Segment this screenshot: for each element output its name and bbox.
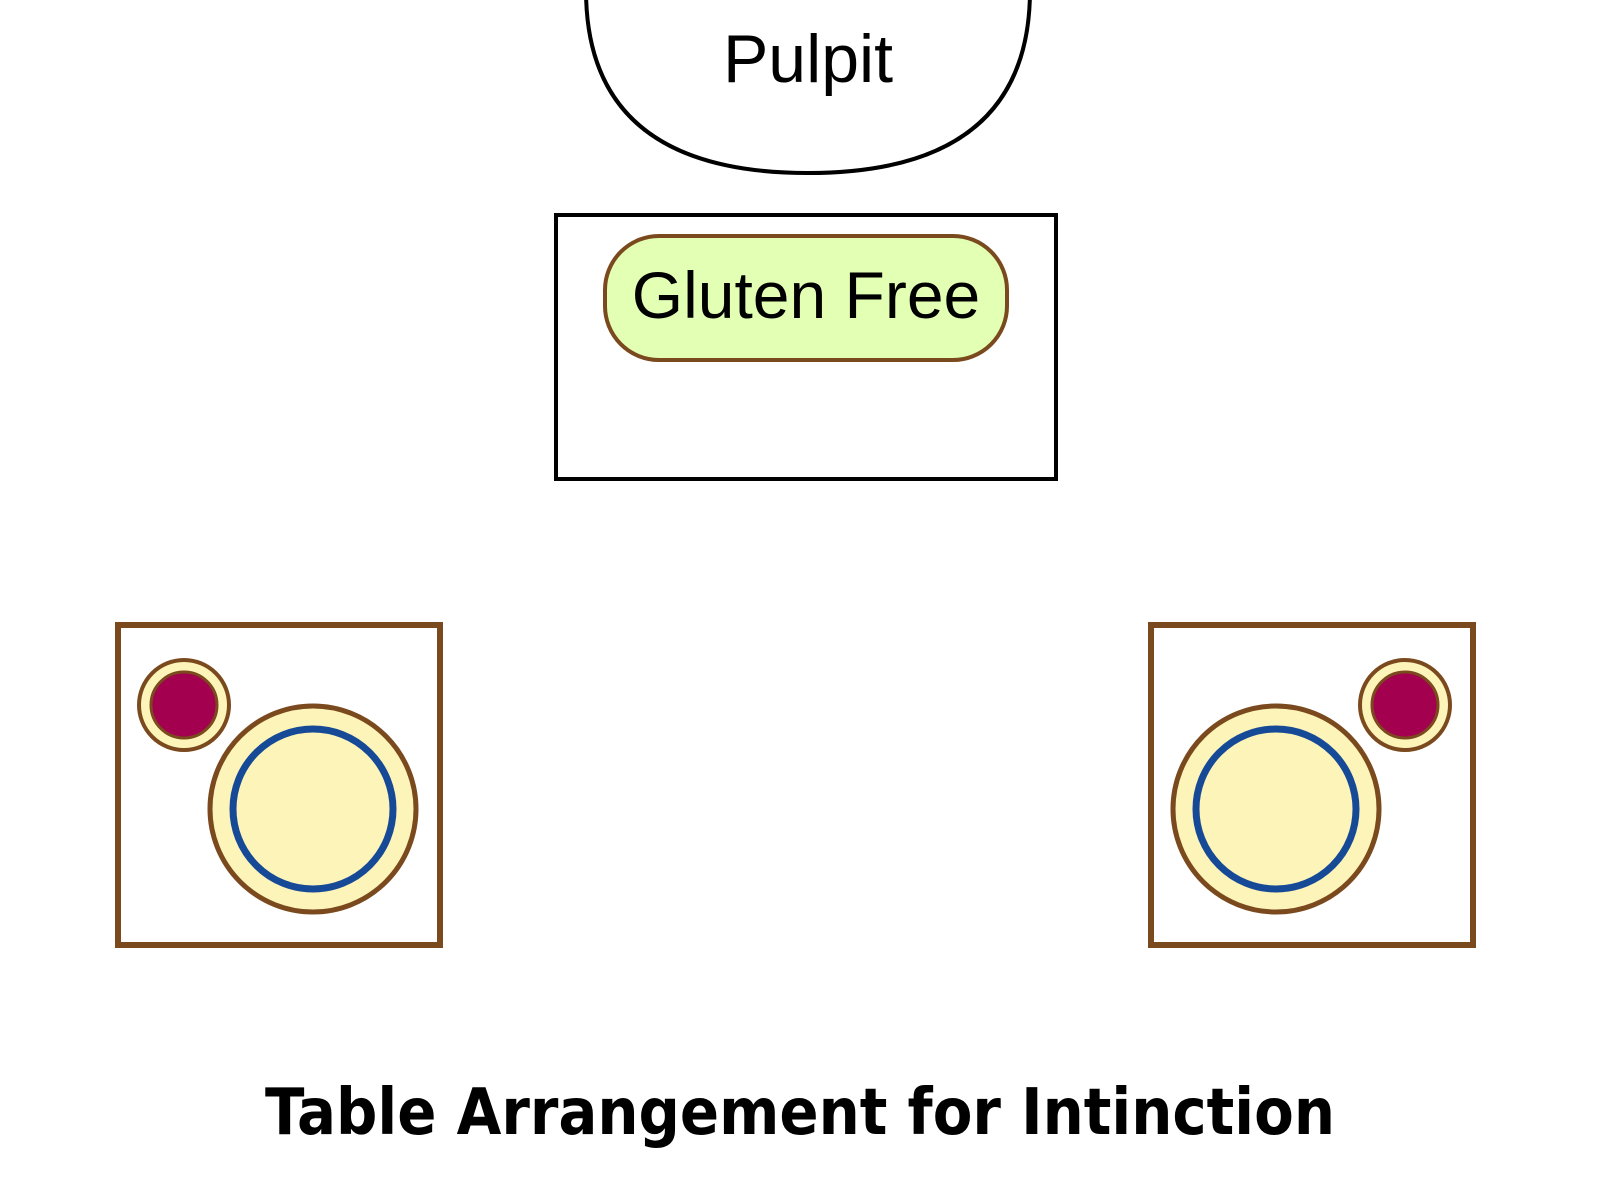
gluten-free-tray xyxy=(603,234,1009,362)
pulpit: Pulpit xyxy=(584,0,1032,176)
pulpit-shape xyxy=(584,0,1032,176)
pulpit-label: Pulpit xyxy=(723,21,893,97)
station-left xyxy=(115,622,443,948)
station-right-wine xyxy=(1370,670,1440,740)
diagram-title: Table Arrangement for Intinction xyxy=(265,1076,1335,1150)
station-right xyxy=(1148,622,1476,948)
station-left-bread-ring xyxy=(229,725,397,893)
station-right-bread-ring xyxy=(1192,725,1360,893)
station-left-wine xyxy=(149,670,219,740)
center-table: Gluten Free xyxy=(554,213,1058,481)
gluten-free-label: Gluten Free xyxy=(632,258,981,332)
